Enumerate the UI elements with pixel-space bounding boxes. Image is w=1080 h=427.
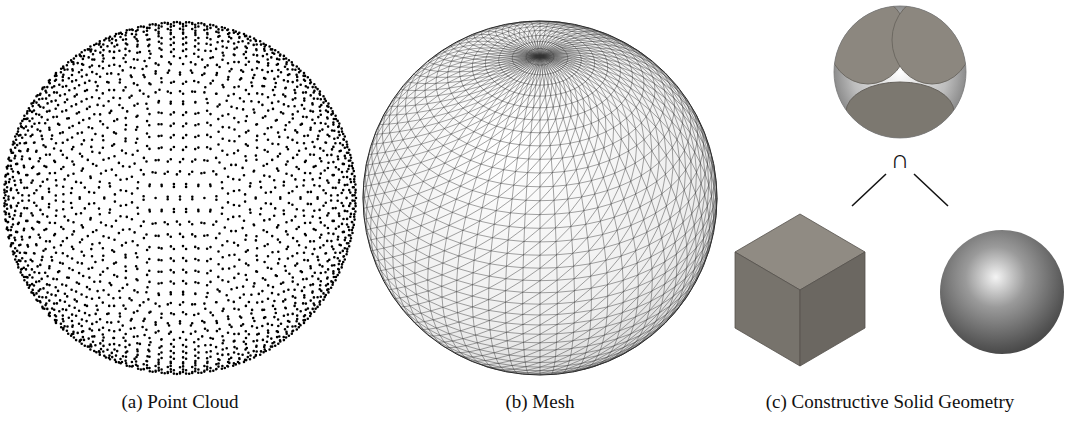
mesh-lines	[363, 21, 717, 375]
cube-primitive	[735, 214, 865, 366]
mesh-sphere	[363, 21, 717, 375]
point-cloud	[3, 21, 358, 376]
csg-result	[828, 0, 972, 142]
intersection-symbol: ∩	[891, 146, 910, 175]
tree-branch	[914, 174, 948, 206]
panel-caption: (a) Point Cloud	[121, 392, 238, 413]
panel-caption: (c) Constructive Solid Geometry	[766, 392, 1015, 413]
panel-caption: (b) Mesh	[505, 392, 574, 413]
tree-branch	[852, 174, 886, 206]
sphere-primitive	[940, 230, 1064, 354]
mesh-edges	[363, 21, 717, 375]
point-dots	[3, 21, 358, 376]
